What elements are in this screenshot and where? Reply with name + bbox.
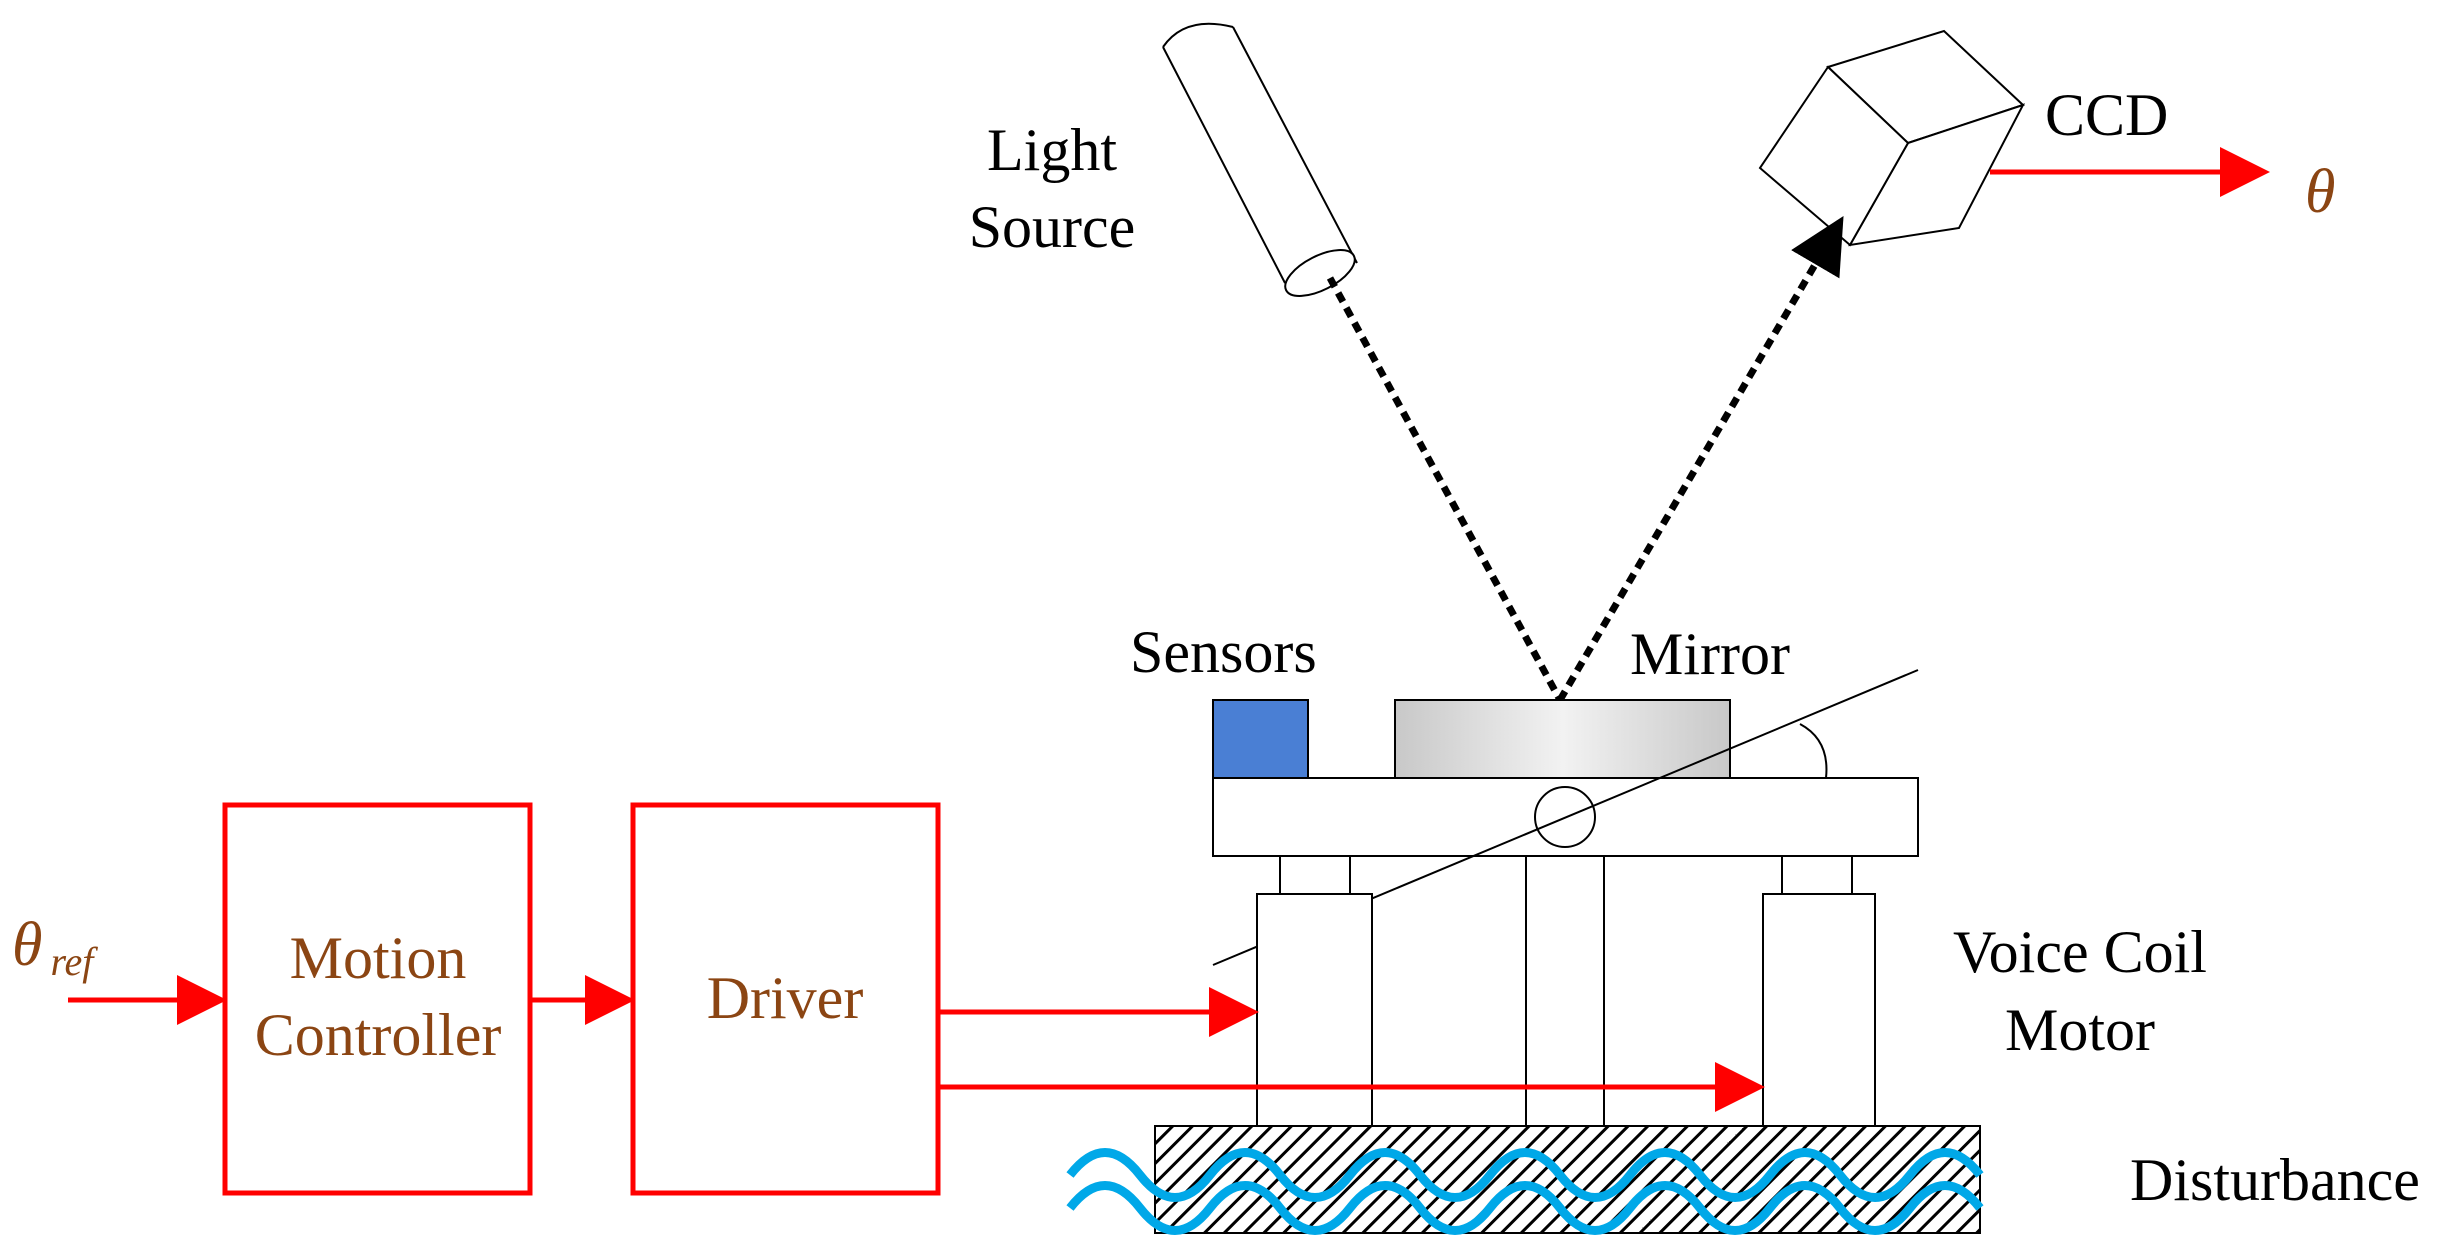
sensor-block [1212,699,1309,779]
theta-ref-subscript: ref [50,939,98,984]
motion-controller-block [222,802,533,1196]
driver-label: Driver [707,965,864,1031]
mirror-label: Mirror [1630,621,1790,687]
sensors-label: Sensors [1130,619,1317,685]
theta-output-label: θ [2305,158,2335,226]
disturbance-waves [1066,1148,1984,1235]
tilt-angle-arc [1799,723,1828,779]
motion-controller-label-line1: Motion [290,925,467,991]
ccd-label: CCD [2045,82,2168,148]
light-source-label-line2: Source [969,194,1136,260]
center-post [1525,855,1605,1127]
mirror-block [1394,699,1731,779]
motion-controller-label-line2: Controller [255,1002,502,1068]
driver-block [630,802,941,1196]
disturbance-label: Disturbance [2130,1147,2420,1213]
light-source-label-line1: Light [987,117,1117,183]
ccd-camera [1758,29,2026,247]
voice-coil-motor-right [1762,855,1876,1127]
voice-coil-motor-label-line2: Motor [2005,997,2155,1063]
voice-coil-motor-label-line1: Voice Coil [1953,919,2207,985]
light-beam [1326,215,1844,702]
light-source [1162,22,1358,297]
